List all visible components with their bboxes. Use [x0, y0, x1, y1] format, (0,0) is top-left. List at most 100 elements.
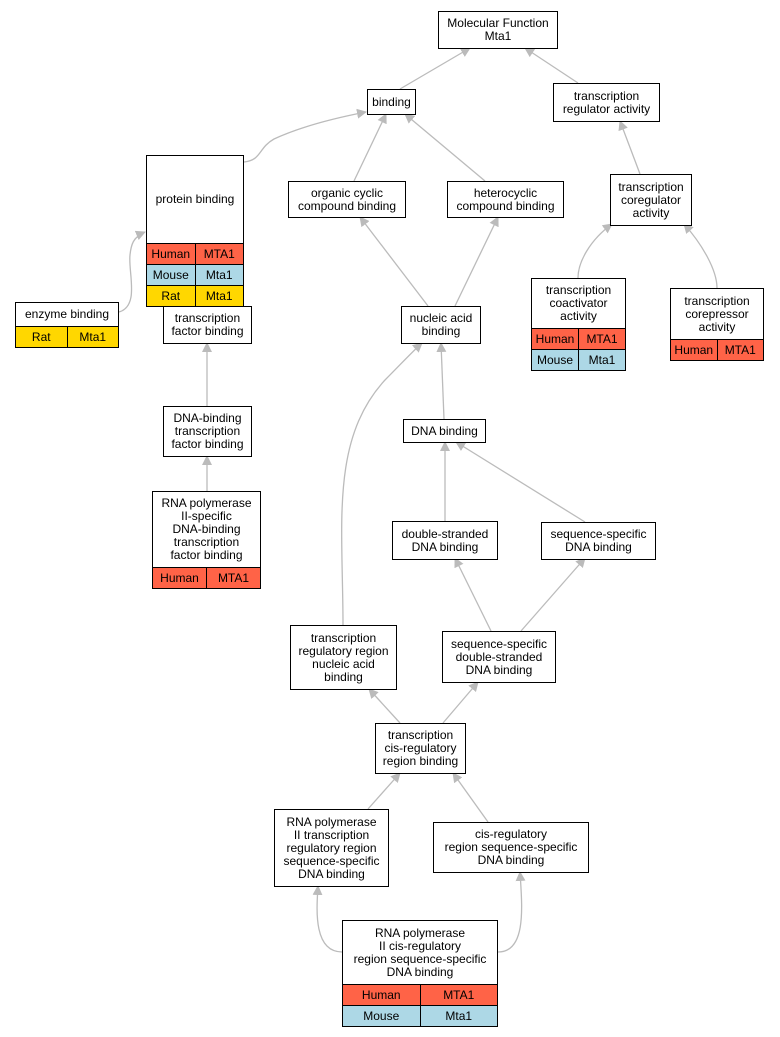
go-term-node-trrnab[interactable]: transcription regulatory region nucleic …	[290, 625, 397, 690]
go-term-node-rnap2trr[interactable]: RNA polymerase II transcription regulato…	[274, 809, 389, 887]
gene-cell[interactable]: MTA1	[716, 340, 764, 360]
ortholog-row-human: Human MTA1	[343, 984, 497, 1005]
go-term-node-rnap2[interactable]: RNA polymerase II-specific DNA-binding t…	[152, 491, 261, 589]
edge-pb-to-binding	[243, 108, 367, 163]
go-term-label: cis-regulatory region sequence-specific …	[444, 827, 578, 867]
go-term-label: transcription coactivator activity	[545, 283, 612, 323]
go-term-label: transcription regulator activity	[562, 88, 651, 116]
go-term-label: DNA binding	[411, 423, 478, 438]
ortholog-row-mouse: Mouse Mta1	[343, 1005, 497, 1026]
edge-rnap2trr-to-tcrrb	[367, 772, 401, 810]
ortholog-row-mouse: Mouse Mta1	[147, 264, 243, 285]
edge-hcb-to-binding	[404, 113, 486, 182]
ortholog-row-rat: Rat Mta1	[16, 326, 118, 347]
go-term-node-hcb[interactable]: heterocyclic compound binding	[447, 181, 564, 218]
gene-cell[interactable]: Mta1	[66, 327, 119, 347]
go-term-node-ssdna[interactable]: sequence-specific DNA binding	[541, 522, 656, 560]
go-term-label: heterocyclic compound binding	[456, 185, 555, 213]
go-term-label: transcription cis-regulatory region bind…	[382, 728, 459, 768]
edge-ssdsdna-to-dsdna	[454, 557, 492, 632]
edge-ssdna-to-dnab	[455, 441, 586, 523]
species-cell: Human	[361, 987, 401, 1002]
gene-cell[interactable]: MTA1	[206, 568, 260, 588]
species-cell: Human	[535, 331, 575, 346]
gene-cell[interactable]: MTA1	[419, 985, 498, 1005]
go-term-label: binding	[372, 94, 411, 109]
edge-tra-to-mf	[524, 47, 579, 84]
edge-tcrrb-to-trrnab	[368, 688, 401, 724]
edge-tcoreg-to-tra	[618, 120, 641, 175]
go-term-node-tfb[interactable]: transcription factor binding	[163, 306, 252, 344]
gene-cell[interactable]: Mta1	[194, 265, 244, 285]
species-cell: Rat	[31, 329, 51, 344]
go-term-label: double-stranded DNA binding	[401, 526, 489, 554]
edge-tcoact-to-tcoreg	[577, 223, 613, 279]
go-term-label: RNA polymerase II-specific DNA-binding t…	[161, 496, 252, 562]
edge-crrssdb-to-tcrrb	[452, 772, 489, 823]
edge-ssdsdna-to-ssdna	[520, 557, 586, 632]
gene-cell[interactable]: Mta1	[194, 286, 244, 306]
go-term-label: DNA-binding transcription factor binding	[171, 411, 244, 451]
go-term-label: Molecular Function Mta1	[447, 16, 549, 43]
edge-trrnab-to-nab	[341, 342, 423, 626]
edge-occb-to-binding	[353, 113, 387, 182]
edge-dnab-to-nab	[436, 342, 447, 420]
ortholog-row-mouse: Mouse Mta1	[532, 349, 625, 370]
go-term-label: protein binding	[155, 192, 235, 206]
go-term-node-ssdsdna[interactable]: sequence-specific double-stranded DNA bi…	[442, 631, 556, 683]
go-term-label: RNA polymerase II cis-regulatory region …	[353, 925, 487, 979]
go-term-node-dsdna[interactable]: double-stranded DNA binding	[392, 521, 498, 560]
species-cell: Mouse	[152, 267, 189, 282]
go-term-node-tcoreg[interactable]: transcription coregulator activity	[610, 174, 692, 226]
go-term-label: sequence-specific double-stranded DNA bi…	[450, 636, 548, 677]
edge-nab-to-occb	[359, 216, 429, 307]
edge-rnap2crr-to-crrssdb	[497, 871, 526, 953]
species-cell: Human	[151, 246, 191, 261]
edge-nab-to-hcb	[454, 216, 499, 307]
ortholog-row-rat: Rat Mta1	[147, 285, 243, 306]
edge-tcrrb-to-ssdsdna	[442, 681, 479, 724]
go-term-label: enzyme binding	[24, 307, 110, 321]
species-cell: Human	[160, 570, 199, 585]
go-term-label: sequence-specific DNA binding	[550, 527, 647, 554]
gene-cell[interactable]: Mta1	[578, 350, 625, 370]
go-term-label: RNA polymerase II transcription regulato…	[283, 814, 380, 881]
ortholog-row-human: Human MTA1	[153, 567, 260, 588]
species-cell: Rat	[161, 288, 181, 303]
go-term-node-dbtfb[interactable]: DNA-binding transcription factor binding	[163, 406, 252, 457]
edge-binding-to-mf	[399, 47, 471, 90]
go-term-node-tra[interactable]: transcription regulator activity	[553, 83, 660, 122]
go-term-node-tcrrb[interactable]: transcription cis-regulatory region bind…	[375, 723, 466, 774]
go-term-node-rnap2crr[interactable]: RNA polymerase II cis-regulatory region …	[342, 920, 498, 1027]
gene-cell[interactable]: MTA1	[194, 244, 244, 264]
go-term-node-crrssdb[interactable]: cis-regulatory region sequence-specific …	[433, 822, 589, 873]
gene-cell[interactable]: MTA1	[578, 329, 625, 349]
go-term-node-binding[interactable]: binding	[367, 89, 416, 115]
go-term-node-mf[interactable]: Molecular Function Mta1	[438, 11, 558, 49]
go-term-label: transcription regulatory region nucleic …	[298, 630, 389, 684]
gene-cell[interactable]: Mta1	[419, 1006, 498, 1026]
go-term-label: organic cyclic compound binding	[297, 185, 397, 213]
go-term-node-nab[interactable]: nucleic acid binding	[401, 306, 481, 344]
edge-tcorep-to-tcoreg	[683, 223, 718, 289]
edge-eb-to-pb	[118, 230, 146, 313]
go-term-label: transcription coregulator activity	[618, 179, 684, 220]
species-cell: Human	[674, 342, 714, 357]
species-cell: Mouse	[363, 1008, 400, 1023]
go-term-node-occb[interactable]: organic cyclic compound binding	[288, 181, 406, 218]
go-term-label: transcription factor binding	[171, 311, 244, 338]
edge-rnap2crr-to-rnap2trr	[312, 885, 343, 953]
species-cell: Mouse	[536, 352, 574, 367]
go-term-label: transcription corepressor activity	[684, 293, 750, 334]
go-term-label: nucleic acid binding	[409, 311, 473, 338]
go-term-node-dnab[interactable]: DNA binding	[403, 419, 486, 443]
